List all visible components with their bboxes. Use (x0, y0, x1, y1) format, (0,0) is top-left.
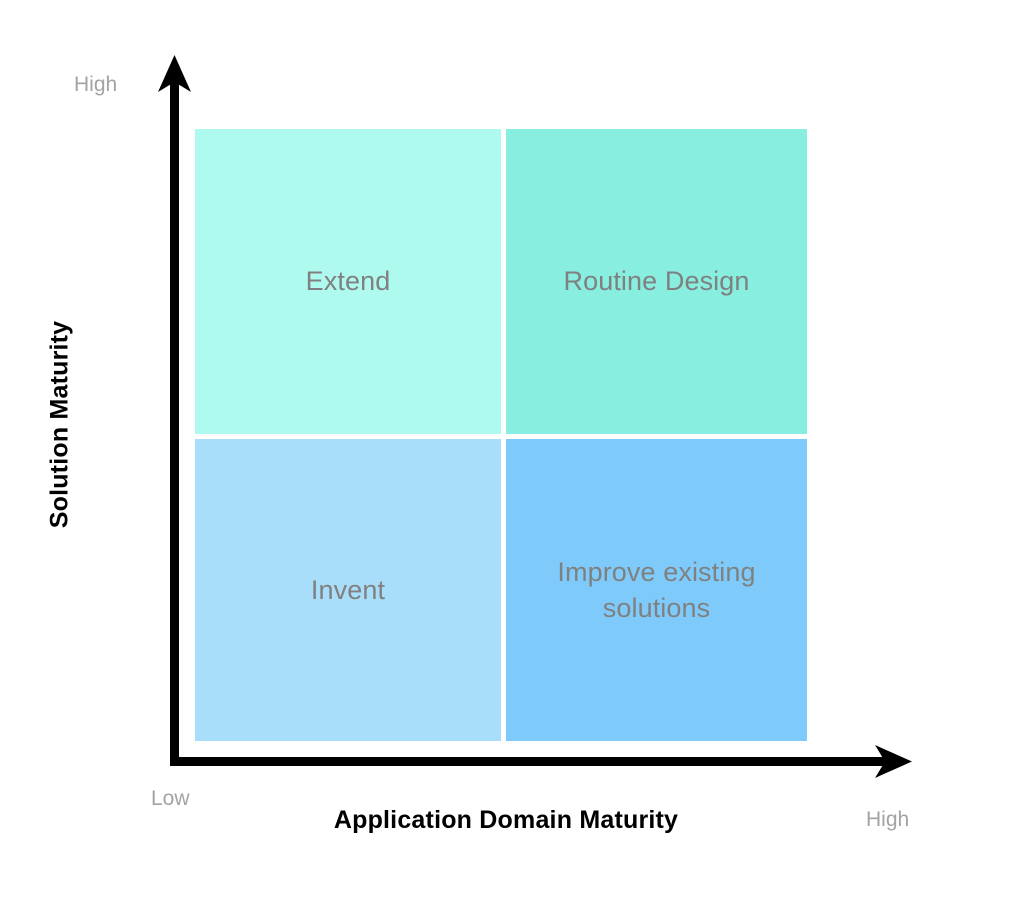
x-axis-title: Application Domain Maturity (333, 806, 679, 834)
y-axis-title: Solution Maturity (45, 320, 74, 529)
y-axis-arrowhead (158, 55, 191, 92)
quadrant-routine-design[interactable]: Routine Design (506, 129, 807, 434)
y-axis-line (170, 72, 179, 766)
quadrant-label-invent: Invent (310, 574, 386, 605)
y-axis-high-label: High (74, 73, 118, 96)
x-axis-high-label: High (866, 808, 910, 831)
quadrant-label-improve-existing-solutions: Improve existing solutions (557, 556, 756, 623)
quadrant-invent[interactable]: Invent (195, 439, 501, 741)
x-axis-arrowhead (875, 745, 912, 778)
x-axis-line (170, 757, 895, 766)
quadrant-extend[interactable]: Extend (195, 129, 501, 434)
x-axis-low-label: Low (151, 787, 190, 810)
x-axis-title-wrapper: Application Domain Maturity (0, 806, 1024, 835)
quadrant-label-routine-design: Routine Design (563, 266, 750, 297)
quadrant-label-extend: Extend (305, 266, 391, 297)
quadrant-improve-existing-solutions[interactable]: Improve existing solutions (506, 439, 807, 741)
matrix-grid: Extend Routine Design Invent Improve exi… (195, 129, 807, 741)
